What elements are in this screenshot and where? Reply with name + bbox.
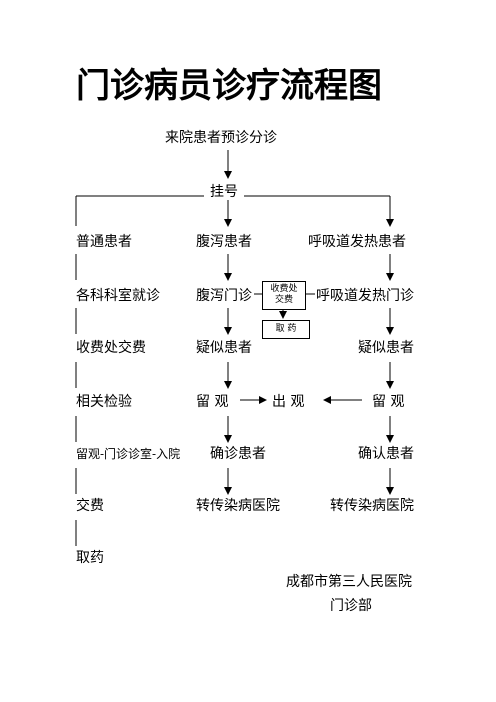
col2-node-5: 确诊患者: [210, 446, 266, 462]
col1-node-3: 收费处交费: [76, 340, 146, 356]
col3-node-6: 转传染病医院: [330, 498, 414, 514]
payment-box: 收费处 交费: [262, 281, 306, 310]
col3-node-2: 呼吸道发热门诊: [316, 288, 414, 304]
node-observe: 出 观: [272, 394, 305, 410]
col3-node-5: 确认患者: [358, 446, 414, 462]
col1-node-5: 留观-门诊诊室-入院: [76, 447, 181, 461]
col2-node-2: 腹泻门诊: [196, 288, 252, 304]
col3-node-3: 疑似患者: [358, 340, 414, 356]
col1-node-1: 普通患者: [76, 234, 132, 250]
col2-node-6: 转传染病医院: [196, 498, 280, 514]
page-title: 门诊病员诊疗流程图: [76, 66, 382, 106]
col1-node-4: 相关检验: [76, 394, 132, 410]
payment-box-line-2: 交费: [274, 295, 293, 305]
medicine-box: 取 药: [262, 320, 310, 339]
node-triage: 来院患者预诊分诊: [165, 130, 277, 146]
col3-node-4: 留 观: [372, 394, 405, 410]
col1-node-2: 各科科室就诊: [76, 288, 160, 304]
col1-node-6: 交费: [76, 498, 104, 514]
node-register: 挂号: [210, 184, 238, 200]
col2-node-4: 留 观: [196, 394, 229, 410]
footer-department: 门诊部: [330, 598, 372, 614]
payment-box-line-1: 收费处: [270, 284, 298, 294]
col2-node-3: 疑似患者: [196, 340, 252, 356]
col2-node-1: 腹泻患者: [196, 234, 252, 250]
footer-hospital: 成都市第三人民医院: [286, 574, 412, 590]
col1-node-7: 取药: [76, 550, 104, 566]
col3-node-1: 呼吸道发热患者: [308, 234, 406, 250]
